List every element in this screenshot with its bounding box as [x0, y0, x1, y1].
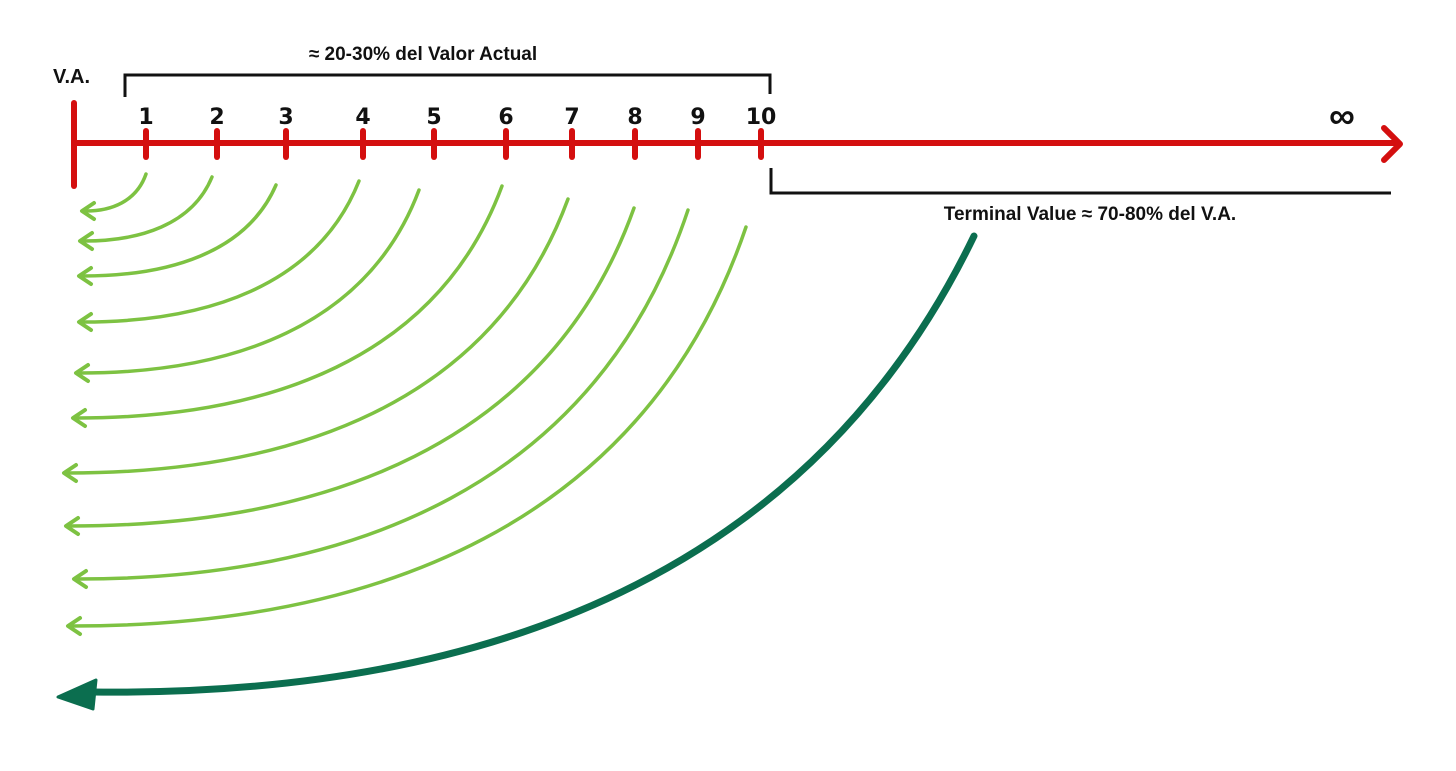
- tick-label: 8: [627, 105, 642, 130]
- arrow-left-icon: [71, 408, 87, 428]
- terminal-value-curve: [88, 232, 978, 696]
- discount-arrow-10: [70, 225, 748, 628]
- arrow-left-icon: [80, 201, 96, 221]
- discount-arrow-6: [75, 184, 504, 420]
- arrow-left-icon: [74, 363, 90, 383]
- arrow-left-icon: [62, 463, 78, 483]
- explicit-period-bracket: [123, 73, 772, 97]
- tick-group: 1 2 3 4 5 6 7 8 9 10: [138, 105, 777, 160]
- tick-label: 2: [209, 105, 224, 130]
- arrow-left-icon: [77, 266, 93, 286]
- discount-arrows: [62, 172, 748, 636]
- arrow-left-icon: [72, 569, 88, 589]
- discount-arrow-5: [78, 188, 421, 375]
- explicit-period-label: ≈ 20-30% del Valor Actual: [309, 44, 537, 65]
- discount-arrow-4: [81, 179, 361, 324]
- origin-label: V.A.: [53, 66, 90, 88]
- discount-arrow-1: [84, 172, 148, 213]
- tick-label: 10: [746, 105, 777, 130]
- discount-arrow-8: [68, 206, 636, 528]
- discount-arrow-3: [81, 183, 278, 278]
- tick-label: 4: [355, 105, 370, 130]
- tick-label: 9: [690, 105, 705, 130]
- discount-arrow-7: [66, 197, 570, 475]
- infinity-label: ∞: [1329, 95, 1355, 136]
- arrow-left-icon: [77, 312, 93, 332]
- arrow-left-icon: [66, 616, 82, 636]
- discount-arrow-9: [76, 208, 690, 581]
- tick-label: 3: [278, 105, 293, 130]
- terminal-value-label: Terminal Value ≈ 70-80% del V.A.: [944, 204, 1236, 225]
- tick-label: 5: [426, 105, 441, 130]
- tick-label: 1: [138, 105, 153, 130]
- tick-label: 7: [564, 105, 579, 130]
- terminal-value-bracket: [769, 168, 1391, 195]
- tick-label: 6: [498, 105, 513, 130]
- terminal-value-arrow: [56, 232, 978, 711]
- arrow-right-icon: [1381, 125, 1403, 163]
- terminal-arrow-head-icon: [56, 678, 98, 711]
- timeline: [71, 100, 1403, 189]
- discount-arrow-2: [82, 175, 214, 243]
- arrow-left-icon: [64, 516, 80, 536]
- arrow-left-icon: [78, 231, 94, 251]
